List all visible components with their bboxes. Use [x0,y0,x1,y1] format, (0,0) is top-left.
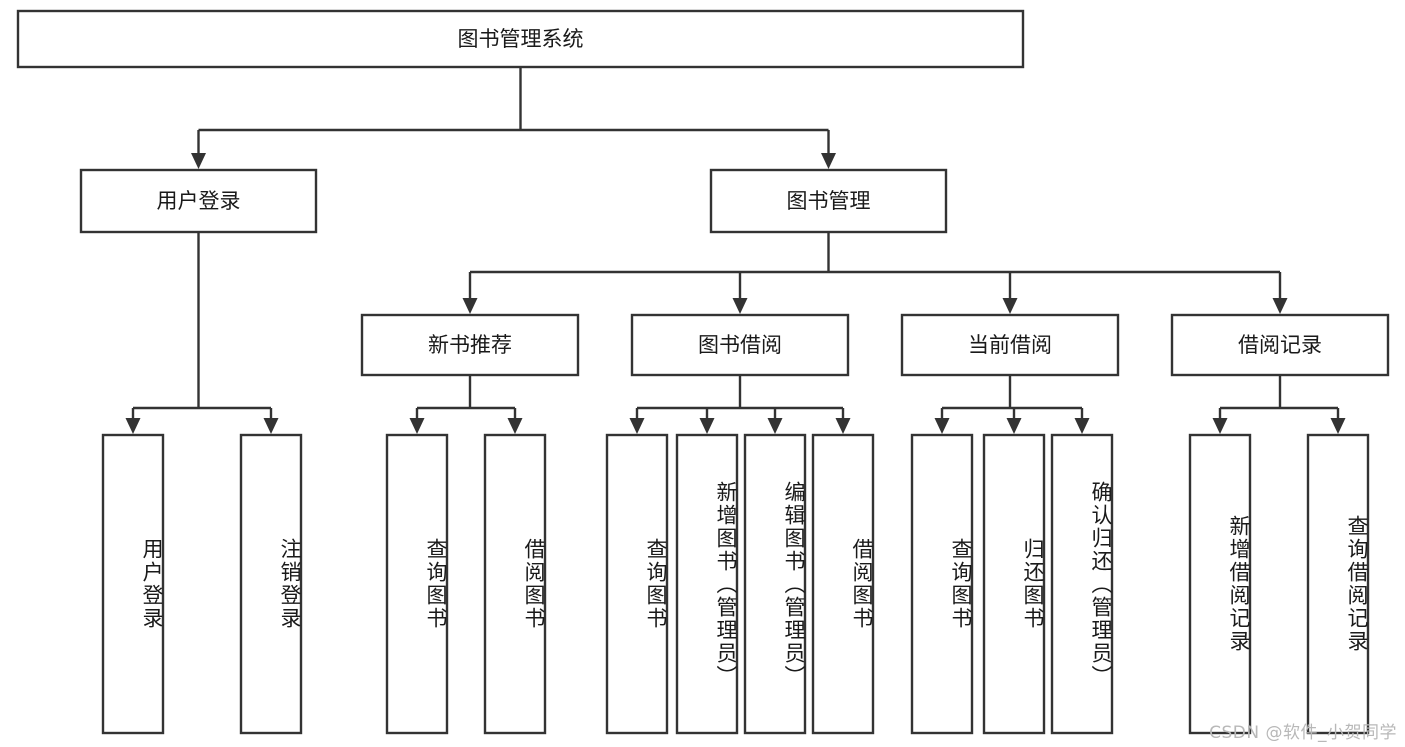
arrow-head [835,418,851,434]
node-box[interactable] [483,433,547,735]
node-box[interactable] [360,313,580,377]
arrow-head [821,153,836,169]
node-box[interactable] [385,433,449,735]
node-box[interactable] [1050,433,1114,735]
arrow-head [125,418,141,434]
node-box[interactable] [743,433,807,735]
arrow-head [507,418,523,434]
node-box[interactable] [16,9,1025,69]
arrow-head [767,418,783,434]
node-box[interactable] [630,313,850,377]
node-box[interactable] [675,433,739,735]
node-label: 新书推荐 [428,333,512,357]
arrow-head [1330,418,1346,434]
node-box[interactable] [239,433,303,735]
node-box[interactable] [79,168,318,234]
arrow-head [629,418,645,434]
arrow-head [699,418,715,434]
arrow-head [462,298,478,314]
node-box[interactable] [811,433,875,735]
watermark-text: CSDN @软件_小贺同学 [1209,723,1397,743]
arrow-head [1006,418,1022,434]
arrow-head [1074,418,1090,434]
connector-lines [125,67,1346,434]
arrow-head [409,418,425,434]
node-box[interactable] [1188,433,1252,735]
arrow-head [191,153,206,169]
node-box[interactable] [605,433,669,735]
node-box[interactable] [101,433,165,735]
node-box[interactable] [709,168,948,234]
arrow-head [934,418,950,434]
arrow-head [263,418,279,434]
node-label: 用户登录 [157,189,241,213]
node-box[interactable] [1306,433,1370,735]
node-label: 图书管理 [787,189,871,213]
arrow-head [1272,298,1288,314]
arrow-head [1212,418,1228,434]
node-box[interactable] [1170,313,1390,377]
node-label: 借阅记录 [1238,333,1322,357]
arrow-head [1002,298,1018,314]
node-box[interactable] [982,433,1046,735]
node-label: 图书管理系统 [458,27,584,51]
node-label: 图书借阅 [698,333,782,357]
node-label: 当前借阅 [968,333,1052,357]
node-box[interactable] [900,313,1120,377]
arrow-head [732,298,748,314]
node-boxes [16,9,1390,735]
node-box[interactable] [910,433,974,735]
